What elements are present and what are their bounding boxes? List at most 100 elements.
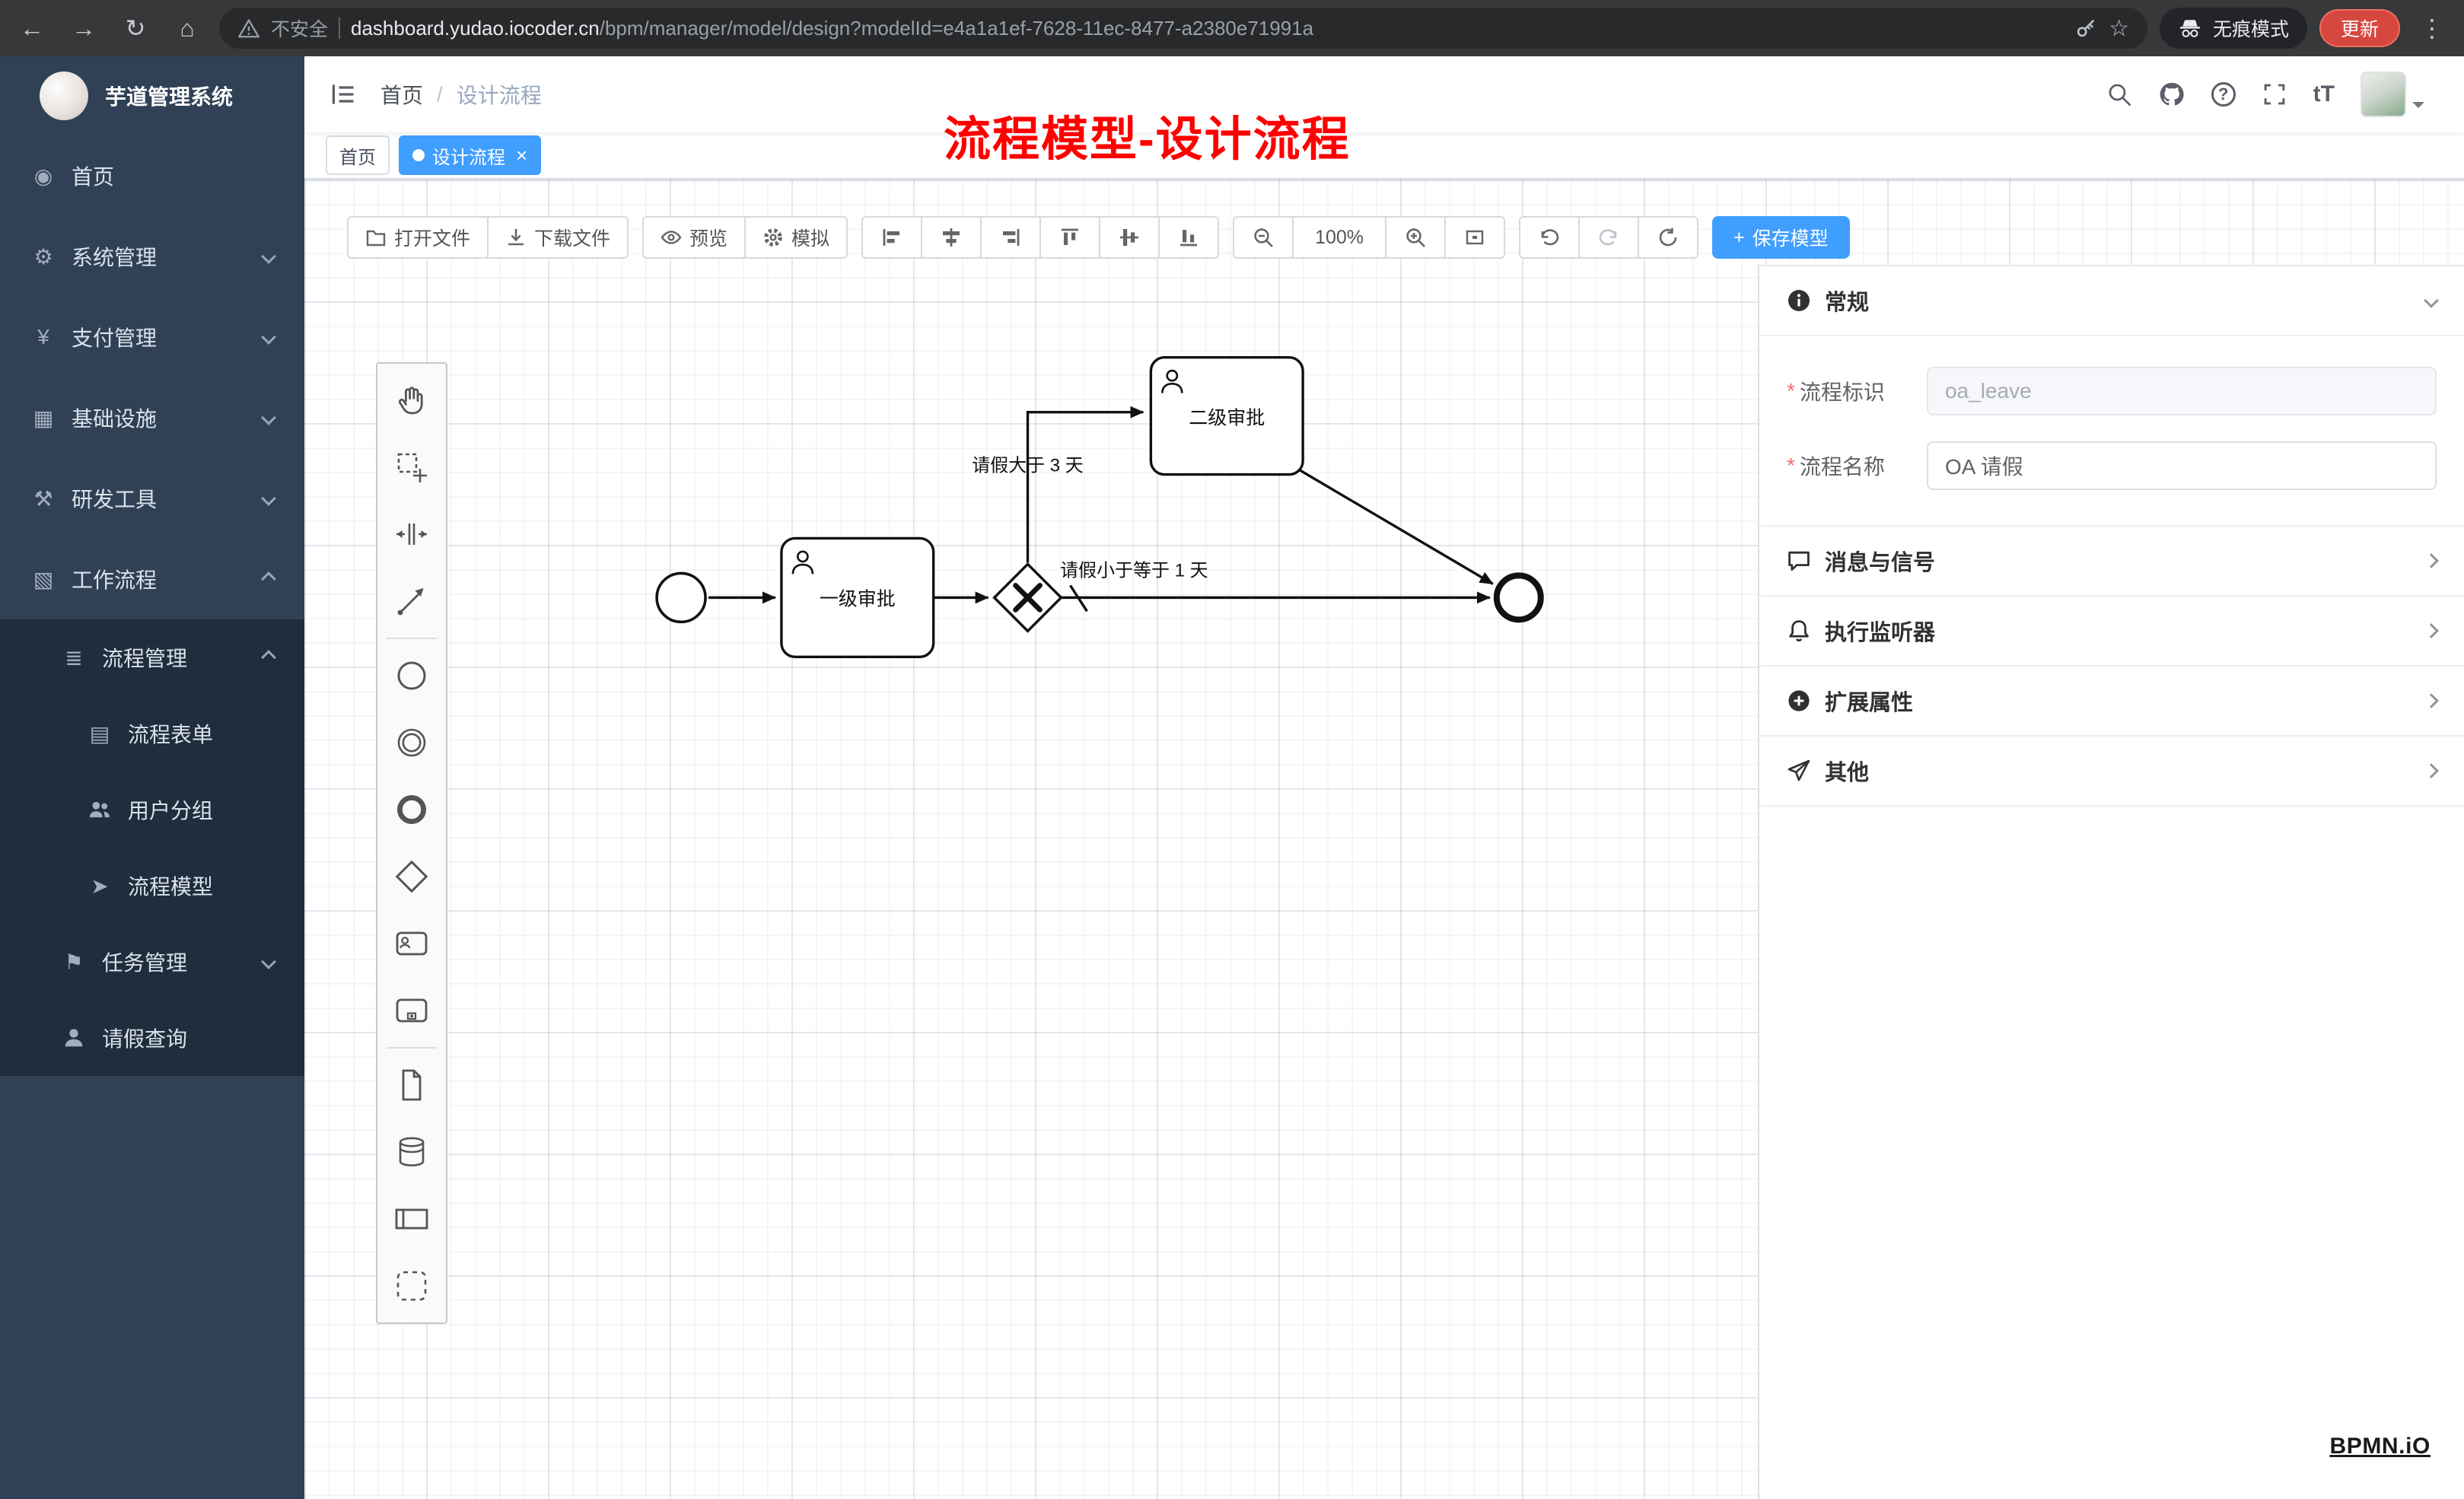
search-icon[interactable] bbox=[2106, 81, 2132, 107]
sidebar-item-process-model[interactable]: ➤ 流程模型 bbox=[0, 848, 304, 924]
browser-back-icon[interactable]: ← bbox=[20, 14, 44, 42]
create-data-store[interactable] bbox=[377, 1119, 446, 1186]
preview-button[interactable]: 预览 bbox=[642, 216, 747, 259]
align-left-button[interactable] bbox=[861, 216, 923, 259]
panel-section-extended-properties[interactable]: 扩展属性 bbox=[1759, 667, 2464, 737]
sidebar-item-task-management[interactable]: ⚑ 任务管理 bbox=[0, 924, 304, 1000]
browser-home-icon[interactable]: ⌂ bbox=[180, 14, 195, 42]
list-icon: ≣ bbox=[65, 645, 83, 670]
breadcrumb-home[interactable]: 首页 bbox=[380, 84, 424, 107]
end-event[interactable] bbox=[1493, 572, 1544, 623]
process-key-input[interactable] bbox=[1927, 367, 2437, 415]
exclusive-gateway[interactable] bbox=[992, 562, 1063, 633]
fullscreen-icon[interactable] bbox=[2262, 81, 2287, 107]
align-middle-button[interactable] bbox=[1099, 216, 1160, 259]
font-size-icon[interactable]: tT bbox=[2313, 81, 2335, 107]
chevron-down-icon bbox=[2424, 293, 2439, 308]
zoom-reset-button[interactable] bbox=[1444, 216, 1506, 259]
panel-section-general[interactable]: 常规 bbox=[1759, 266, 2464, 336]
tab-home[interactable]: 首页 bbox=[326, 135, 390, 175]
redo-button[interactable] bbox=[1578, 216, 1640, 259]
align-bottom-button[interactable] bbox=[1158, 216, 1220, 259]
create-end-event[interactable] bbox=[377, 776, 446, 843]
browser-reload-icon[interactable]: ↻ bbox=[125, 14, 146, 42]
save-model-button[interactable]: + 保存模型 bbox=[1712, 216, 1850, 259]
sidebar-item-system-management[interactable]: ⚙ 系统管理 bbox=[0, 216, 304, 297]
incognito-badge: 无痕模式 bbox=[2159, 8, 2307, 49]
not-secure-warning-icon bbox=[237, 17, 260, 40]
task-level1-approval[interactable]: 一级审批 bbox=[780, 536, 935, 658]
sidebar-item-payment-management[interactable]: ¥ 支付管理 bbox=[0, 297, 304, 377]
sidebar-item-user-group[interactable]: 用户分组 bbox=[0, 772, 304, 848]
bookmark-star-icon[interactable]: ☆ bbox=[2109, 15, 2129, 41]
zoom-out-button[interactable] bbox=[1233, 216, 1294, 259]
zoom-in-button[interactable] bbox=[1385, 216, 1447, 259]
chevron-down-icon bbox=[261, 954, 276, 969]
sidebar-collapse-icon[interactable] bbox=[329, 81, 358, 108]
app-logo-row[interactable]: 芋道管理系统 bbox=[0, 56, 304, 135]
close-tab-icon[interactable]: × bbox=[516, 144, 528, 167]
sidebar-item-process-management[interactable]: ≣ 流程管理 bbox=[0, 619, 304, 695]
undo-button[interactable] bbox=[1519, 216, 1581, 259]
sidebar-item-workflow[interactable]: ▧ 工作流程 bbox=[0, 539, 304, 619]
browser-update-button[interactable]: 更新 bbox=[2319, 9, 2400, 47]
create-start-event[interactable] bbox=[377, 642, 446, 709]
create-gateway[interactable] bbox=[377, 843, 446, 910]
create-data-object[interactable] bbox=[377, 1052, 446, 1119]
sidebar-item-dev-tools[interactable]: ⚒ 研发工具 bbox=[0, 458, 304, 539]
download-file-button[interactable]: 下载文件 bbox=[487, 216, 629, 259]
chevron-down-icon bbox=[261, 410, 276, 425]
create-intermediate-event[interactable] bbox=[377, 709, 446, 776]
zoom-level-display[interactable]: 100% bbox=[1292, 216, 1387, 259]
bpmn-io-watermark[interactable]: BPMN.iO bbox=[2329, 1434, 2431, 1459]
space-tool[interactable] bbox=[377, 501, 446, 568]
sidebar-item-infrastructure[interactable]: ▦ 基础设施 bbox=[0, 377, 304, 458]
password-key-icon[interactable] bbox=[2074, 16, 2098, 40]
sidebar-item-leave-query[interactable]: 请假查询 bbox=[0, 1000, 304, 1076]
create-group[interactable] bbox=[377, 1252, 446, 1319]
browser-forward-icon[interactable]: → bbox=[72, 14, 96, 42]
bpmn-diagram[interactable]: 一级审批 二级审批 bbox=[304, 180, 2464, 1499]
create-user-task[interactable] bbox=[377, 910, 446, 977]
tab-design-process[interactable]: 设计流程 × bbox=[399, 135, 542, 175]
align-center-button[interactable] bbox=[921, 216, 982, 259]
sidebar-item-home[interactable]: ◉ 首页 bbox=[0, 135, 304, 216]
panel-section-message-signal[interactable]: 消息与信号 bbox=[1759, 527, 2464, 597]
flow-label-le1[interactable]: 请假小于等于 1 天 bbox=[1060, 560, 1208, 581]
chevron-right-icon bbox=[2424, 693, 2439, 708]
create-subprocess[interactable] bbox=[377, 977, 446, 1044]
create-participant[interactable] bbox=[377, 1186, 446, 1252]
global-connect-tool[interactable] bbox=[377, 568, 446, 635]
panel-section-other[interactable]: 其他 bbox=[1759, 737, 2464, 807]
tags-view-bar: 首页 设计流程 × bbox=[304, 132, 2464, 180]
user-avatar-menu[interactable] bbox=[2361, 72, 2424, 117]
align-top-button[interactable] bbox=[1039, 216, 1101, 259]
hand-tool[interactable] bbox=[377, 367, 446, 434]
flow-gateway-to-task2[interactable] bbox=[1026, 406, 1144, 563]
github-icon[interactable] bbox=[2158, 81, 2185, 108]
address-bar[interactable]: 不安全 dashboard.yudao.iocoder.cn/bpm/manag… bbox=[219, 8, 2147, 49]
sidebar-item-process-form[interactable]: ▤ 流程表单 bbox=[0, 695, 304, 772]
bpmn-designer-canvas[interactable]: 打开文件 下载文件 预览 模拟 bbox=[304, 180, 2464, 1499]
lasso-tool[interactable] bbox=[377, 434, 446, 501]
process-name-input[interactable] bbox=[1927, 441, 2437, 490]
browser-menu-icon[interactable]: ⋮ bbox=[2420, 14, 2444, 42]
open-file-button[interactable]: 打开文件 bbox=[347, 216, 489, 259]
chevron-down-icon bbox=[261, 249, 276, 264]
start-event[interactable] bbox=[655, 571, 707, 624]
help-icon[interactable]: ? bbox=[2211, 82, 2236, 107]
security-label[interactable]: 不安全 bbox=[271, 19, 329, 40]
align-right-button[interactable] bbox=[980, 216, 1042, 259]
send-icon: ➤ bbox=[91, 874, 109, 898]
chevron-up-icon bbox=[261, 571, 276, 587]
restart-button[interactable] bbox=[1638, 216, 1699, 259]
panel-section-execution-listener[interactable]: 执行监听器 bbox=[1759, 597, 2464, 667]
avatar[interactable] bbox=[2361, 72, 2406, 117]
palette-divider bbox=[387, 1047, 437, 1049]
simulate-button[interactable]: 模拟 bbox=[744, 216, 848, 259]
flow-task2-to-end[interactable] bbox=[1296, 467, 1494, 585]
task-level2-approval[interactable]: 二级审批 bbox=[1149, 356, 1304, 476]
flow-label-gt3[interactable]: 请假大于 3 天 bbox=[972, 456, 1084, 476]
sidebar: 芋道管理系统 ◉ 首页 ⚙ 系统管理 ¥ 支付管理 ▦ 基础设施 bbox=[0, 56, 304, 1499]
active-tab-dot-icon bbox=[412, 149, 425, 161]
